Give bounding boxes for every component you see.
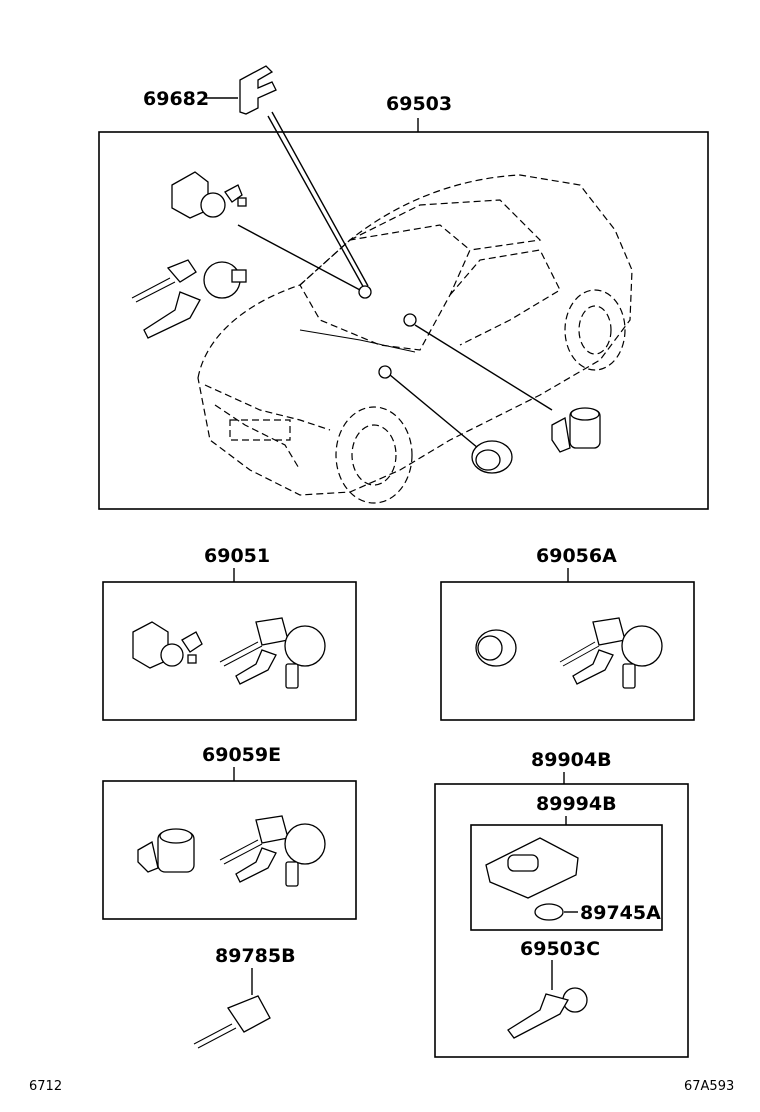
- main-set-69503-group: 69503: [98, 93, 709, 510]
- mechanical-key: [507, 993, 569, 1039]
- key-ring-tag: [621, 625, 663, 667]
- leader-line: [267, 115, 366, 291]
- spare-key: [143, 291, 201, 339]
- part-label-69056a: 69056A: [536, 545, 617, 567]
- cylinder-lever: [181, 631, 203, 653]
- rear-wheel: [564, 289, 626, 371]
- footer-left-code: 6712: [29, 1079, 62, 1094]
- front-wheel: [335, 406, 413, 504]
- hood-line: [204, 384, 331, 431]
- clip-part: [239, 65, 277, 115]
- key-blade: [131, 277, 176, 303]
- footer-right-code: 67A593: [684, 1079, 734, 1094]
- remote-set-89904b-group: 89904B 89994B 89745A 69503C: [434, 749, 689, 1058]
- remote-box: [470, 824, 663, 931]
- windshield: [299, 224, 471, 351]
- leader-line: [414, 324, 553, 411]
- key-blade: [219, 641, 263, 667]
- key-ring-tag: [284, 823, 326, 865]
- key-blade: [559, 641, 600, 667]
- key-ring-tag: [284, 625, 326, 667]
- part-label-89994b: 89994B: [536, 793, 617, 815]
- leader-line: [271, 111, 369, 287]
- part-label-69051: 69051: [204, 545, 270, 567]
- car-illustration: [197, 174, 633, 504]
- spare-key: [235, 649, 277, 685]
- set-69051-group: 69051: [102, 545, 357, 721]
- side-window: [449, 249, 561, 346]
- trunk-lock-cylinder: [414, 324, 601, 453]
- set-69051-box: [102, 581, 357, 721]
- key-head: [166, 259, 197, 283]
- leader-line: [237, 224, 361, 291]
- part-label-89745a: 89745A: [580, 902, 661, 924]
- set-69059e-box: [102, 780, 357, 920]
- key-head: [592, 617, 626, 646]
- cylinder-face: [160, 643, 184, 667]
- leader-line: [389, 374, 479, 449]
- trunk-lock-hook: [551, 416, 571, 453]
- trunk-cylinder-face: [159, 828, 193, 844]
- main-set-box: [98, 131, 709, 510]
- key-head: [255, 617, 289, 646]
- key-89785b-group: 89785B: [193, 945, 296, 1049]
- rear-wheel-hub: [578, 305, 612, 355]
- door-cylinder-face: [477, 635, 503, 661]
- mount-point: [358, 285, 372, 299]
- key-tag: [285, 861, 299, 887]
- part-label-69059e: 69059E: [202, 744, 281, 766]
- set-69059e-group: 69059E: [102, 744, 357, 920]
- spare-key: [235, 847, 277, 883]
- trunk-lock-hook: [137, 841, 159, 873]
- key-tag: [622, 663, 636, 689]
- cylinder-clip: [187, 654, 197, 664]
- door-lock-cylinder: [389, 374, 513, 474]
- part-label-69503c: 69503C: [520, 938, 600, 960]
- mount-point: [403, 313, 417, 327]
- key-blade: [193, 1023, 237, 1049]
- cylinder-face: [200, 192, 226, 218]
- set-69056a-group: 69056A: [440, 545, 695, 721]
- part-label-69503: 69503: [386, 93, 452, 115]
- key-head: [255, 815, 289, 844]
- trunk-cylinder-face: [570, 407, 600, 421]
- clip-69682-group: 69682: [143, 65, 369, 291]
- remote-button: [507, 854, 539, 872]
- cylinder-clip: [237, 197, 247, 207]
- part-label-89785b: 89785B: [215, 945, 296, 967]
- part-label-89904b: 89904B: [531, 749, 612, 771]
- mount-point: [378, 365, 392, 379]
- front-wheel-hub: [351, 424, 397, 486]
- key-tag: [285, 663, 299, 689]
- spare-key: [572, 649, 614, 685]
- wiper: [299, 329, 416, 353]
- key-tag: [231, 269, 247, 283]
- ignition-cylinder: [171, 171, 361, 291]
- part-label-69682: 69682: [143, 88, 209, 110]
- set-69056a-box: [440, 581, 695, 721]
- remote-set-box: [434, 783, 689, 1058]
- key-set-main: [131, 259, 247, 339]
- key-head: [227, 995, 271, 1033]
- roof: [349, 199, 542, 251]
- key-blade: [219, 839, 263, 865]
- bumper-line: [214, 404, 301, 471]
- door-cylinder-face: [475, 449, 501, 471]
- grille: [229, 419, 291, 441]
- battery-coin: [534, 903, 564, 921]
